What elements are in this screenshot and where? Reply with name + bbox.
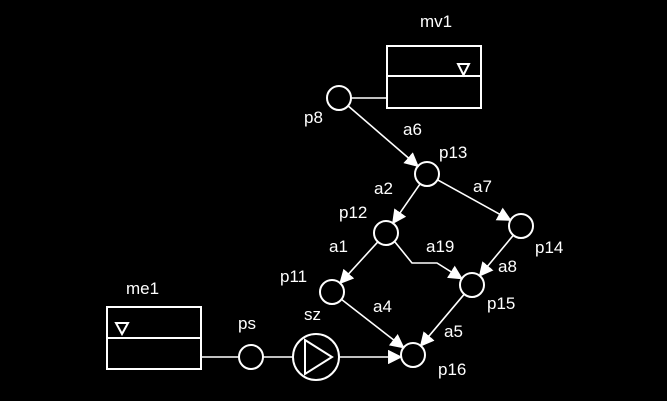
edge-a7-label: a7 [473, 177, 492, 196]
pump-triangle [304, 338, 334, 376]
nodes: p8 p13 p12 p14 p11 p15 p16 ps [238, 85, 563, 379]
node-ps-label: ps [238, 314, 256, 333]
edge-a6-label: a6 [403, 120, 422, 139]
edge-a7[interactable] [437, 179, 512, 221]
pump-icon [292, 333, 340, 381]
node-p13-label: p13 [439, 143, 467, 162]
edges: a6 a7 a2 a1 a19 a8 a4 a5 [329, 105, 517, 349]
node-p8[interactable] [326, 85, 352, 111]
tank-me1[interactable]: me1 [106, 279, 202, 370]
node-p14[interactable] [508, 213, 534, 239]
node-p13[interactable] [414, 161, 440, 187]
edge-a5-label: a5 [444, 322, 463, 341]
node-p14-label: p14 [535, 238, 563, 257]
node-p11-label: p11 [280, 267, 307, 286]
edge-a1[interactable] [339, 241, 379, 285]
tank-mv1-label: mv1 [420, 12, 452, 31]
triangle-down-icon [456, 63, 471, 78]
node-p12[interactable] [373, 220, 399, 246]
triangle-down-icon [114, 322, 130, 337]
edge-a8[interactable] [478, 234, 514, 277]
tank-me1-label: me1 [126, 279, 159, 298]
edge-a4-label: a4 [373, 297, 392, 316]
edge-a2[interactable] [392, 183, 421, 225]
node-p8-label: p8 [304, 108, 323, 127]
edge-a1-label: a1 [329, 237, 348, 256]
tank-mv1[interactable]: mv1 [386, 12, 482, 109]
edge-a5[interactable] [419, 293, 465, 347]
edge-a19[interactable] [394, 241, 464, 280]
node-p12-label: p12 [339, 203, 367, 222]
edge-a19-label: a19 [426, 237, 454, 256]
node-p15[interactable] [459, 272, 485, 298]
node-p15-label: p15 [487, 294, 515, 313]
node-p16[interactable] [400, 342, 426, 368]
pump-sz-label: sz [304, 305, 321, 324]
edge-a6[interactable] [347, 105, 420, 168]
node-p16-label: p16 [438, 360, 466, 379]
edge-a8-label: a8 [498, 257, 517, 276]
edge-a4[interactable] [340, 298, 405, 349]
edge-a2-label: a2 [374, 179, 393, 198]
node-p11[interactable] [319, 279, 345, 305]
node-ps[interactable] [238, 344, 264, 370]
pump-sz[interactable]: sz [292, 305, 340, 381]
